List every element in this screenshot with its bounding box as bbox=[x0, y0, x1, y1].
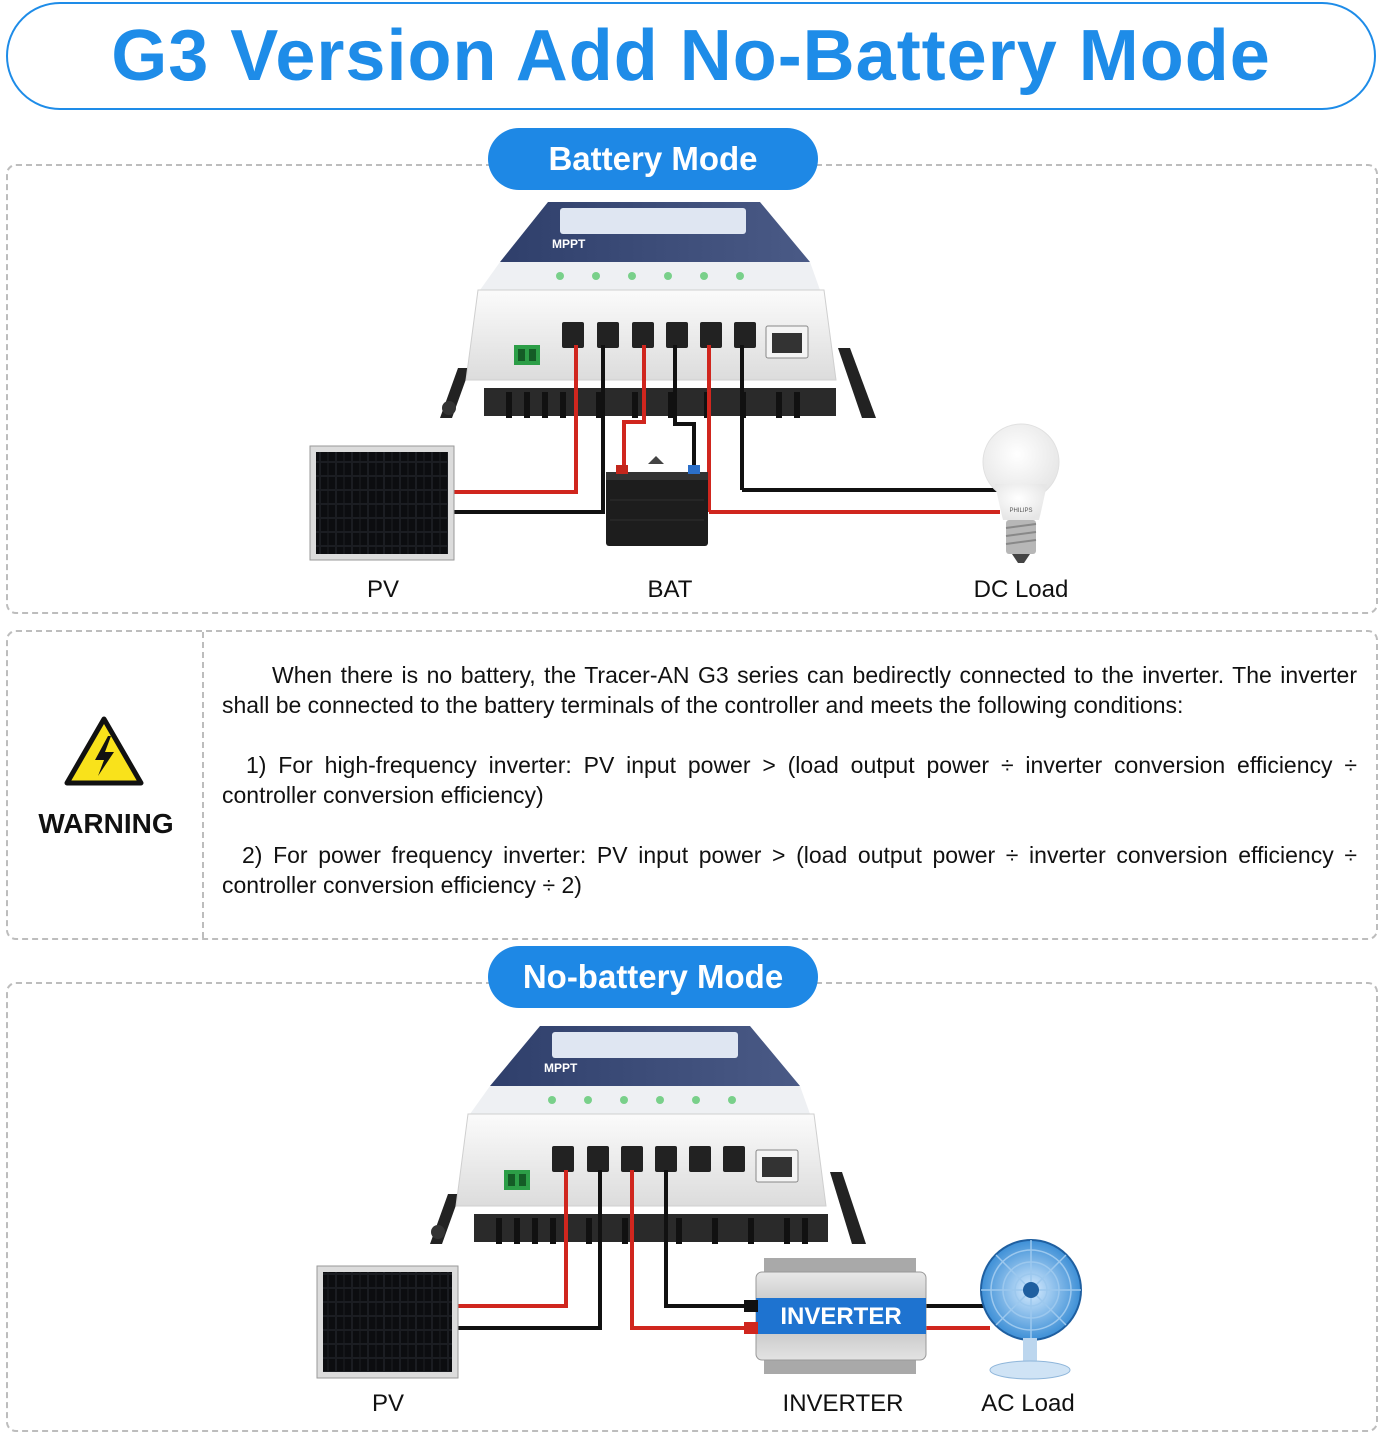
battery-icon bbox=[606, 456, 708, 546]
wires-no-battery-mode bbox=[458, 1170, 990, 1330]
label-ac-load: AC Load bbox=[981, 1390, 1075, 1417]
solar-panel-no-battery-mode bbox=[316, 1265, 459, 1379]
label-pv-battery-mode: PV bbox=[366, 576, 399, 603]
warning-condition-1: 1) For high-frequency inverter: PV input… bbox=[222, 752, 1357, 808]
label-inverter: INVERTER bbox=[782, 1390, 904, 1417]
no-battery-mode-heading: No-battery Mode bbox=[488, 946, 818, 1008]
wires-battery-mode bbox=[454, 345, 1000, 514]
label-pv-no-battery-mode: PV bbox=[371, 1390, 404, 1417]
warning-label: WARNING bbox=[38, 808, 174, 839]
controller-brand-text: MPPT bbox=[552, 237, 586, 251]
controller-brand-text: MPPT bbox=[544, 1061, 578, 1075]
inverter-icon: INVERTER bbox=[744, 1258, 927, 1374]
label-dc-load: DC Load bbox=[973, 576, 1069, 603]
warning-condition-2: 2) For power frequency inverter: PV inpu… bbox=[222, 842, 1357, 898]
charge-controller-no-battery-mode: MPPT bbox=[430, 1026, 866, 1244]
title-banner: G3 Version Add No-Battery Mode bbox=[6, 2, 1376, 110]
battery-mode-heading: Battery Mode bbox=[488, 128, 818, 190]
label-bat: BAT bbox=[647, 576, 693, 603]
solar-panel-battery-mode bbox=[309, 445, 455, 561]
warning-divider bbox=[202, 632, 204, 938]
page-title: G3 Version Add No-Battery Mode bbox=[111, 16, 1271, 96]
inverter-body-text: INVERTER bbox=[780, 1303, 901, 1330]
warning-icon bbox=[64, 716, 144, 786]
warning-paragraph-intro: When there is no battery, the Tracer-AN … bbox=[222, 662, 1357, 718]
warning-panel bbox=[6, 630, 1378, 940]
charge-controller-battery-mode: MPPT bbox=[440, 202, 876, 418]
light-bulb-icon: PHILIPS bbox=[982, 423, 1060, 563]
fan-icon bbox=[980, 1239, 1082, 1380]
bulb-brand-text: PHILIPS bbox=[1009, 508, 1032, 514]
